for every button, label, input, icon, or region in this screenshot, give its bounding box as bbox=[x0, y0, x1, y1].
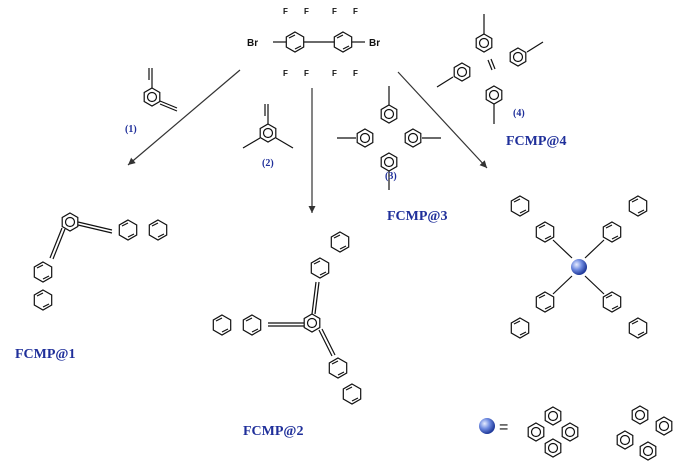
atom-f: F bbox=[283, 7, 288, 16]
linker-1-structure bbox=[143, 68, 178, 112]
atom-f: F bbox=[353, 69, 358, 78]
arrow-to-fcmp1 bbox=[127, 69, 241, 166]
atom-f: F bbox=[332, 69, 337, 78]
atom-br-right: Br bbox=[369, 38, 380, 49]
linker-3-structure bbox=[337, 86, 441, 190]
product-label-fcmp4: FCMP@4 bbox=[506, 134, 567, 149]
product-label-fcmp2: FCMP@2 bbox=[243, 424, 304, 439]
linker-4-number: (4) bbox=[513, 108, 525, 119]
atom-f: F bbox=[332, 7, 337, 16]
fcmp4-structure bbox=[510, 195, 648, 339]
atom-f: F bbox=[304, 7, 309, 16]
atom-br-left: Br bbox=[247, 38, 258, 49]
arrow-to-fcmp4 bbox=[397, 71, 488, 169]
atom-f: F bbox=[353, 7, 358, 16]
atom-f: F bbox=[283, 69, 288, 78]
fcmp1-structure bbox=[33, 212, 168, 311]
linker-1-number: (1) bbox=[125, 124, 137, 135]
tetrahedral-node-sphere bbox=[571, 259, 587, 275]
linker-4-structure bbox=[436, 14, 544, 124]
linker-2-number: (2) bbox=[262, 158, 274, 169]
linker-2-structure bbox=[242, 104, 294, 149]
product-label-fcmp3: FCMP@3 bbox=[387, 209, 448, 224]
linker-3-number: (3) bbox=[385, 171, 397, 182]
legend-node-sphere bbox=[479, 418, 495, 434]
legend-equals: = bbox=[499, 419, 508, 436]
reactant-structure: Br Br F F F F F F F F bbox=[247, 7, 380, 78]
fcmp2-structure bbox=[212, 231, 362, 405]
atom-f: F bbox=[304, 69, 309, 78]
product-label-fcmp1: FCMP@1 bbox=[15, 347, 76, 362]
node-legend: = bbox=[479, 405, 673, 461]
